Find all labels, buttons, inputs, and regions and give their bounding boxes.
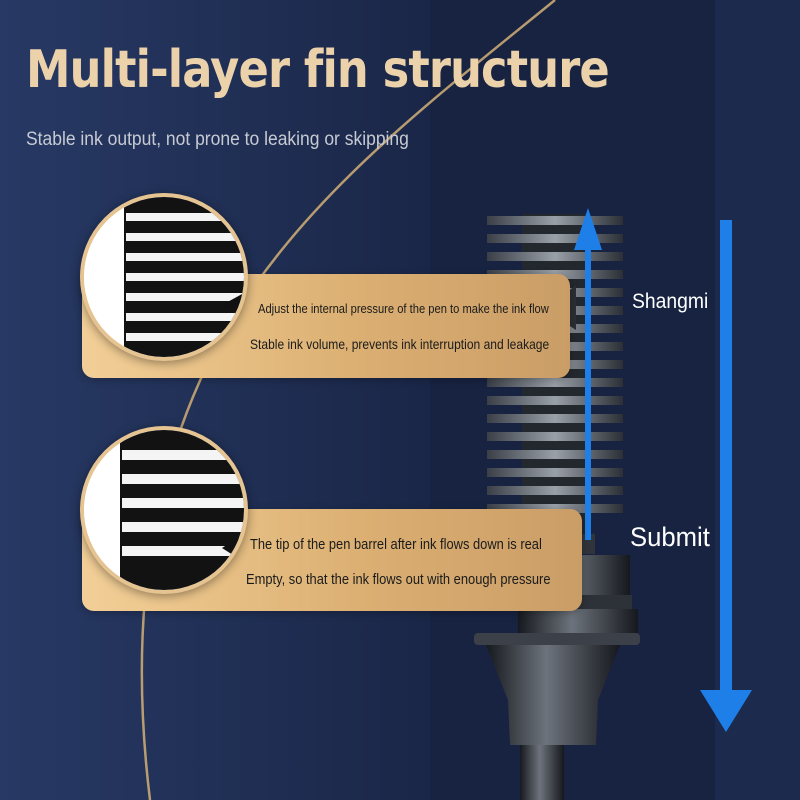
page-subtitle: Stable ink output, not prone to leaking …	[26, 129, 409, 150]
callout-text: The tip of the pen barrel after ink flow…	[250, 536, 542, 553]
pen-fin-stack	[474, 214, 640, 800]
fin-closeup-image	[80, 193, 248, 361]
fin-closeup-image	[80, 426, 248, 594]
callout-text: Adjust the internal pressure of the pen …	[258, 301, 549, 316]
flow-down-label: Submit	[630, 522, 710, 552]
page-title: Multi-layer fin structure	[26, 40, 610, 100]
arrow-up-icon	[574, 208, 602, 540]
callout-text: Empty, so that the ink flows out with en…	[246, 571, 551, 588]
flow-up-label: Shangmi	[632, 290, 709, 313]
arrow-down-icon	[700, 220, 752, 732]
callout-text: Stable ink volume, prevents ink interrup…	[250, 336, 550, 352]
